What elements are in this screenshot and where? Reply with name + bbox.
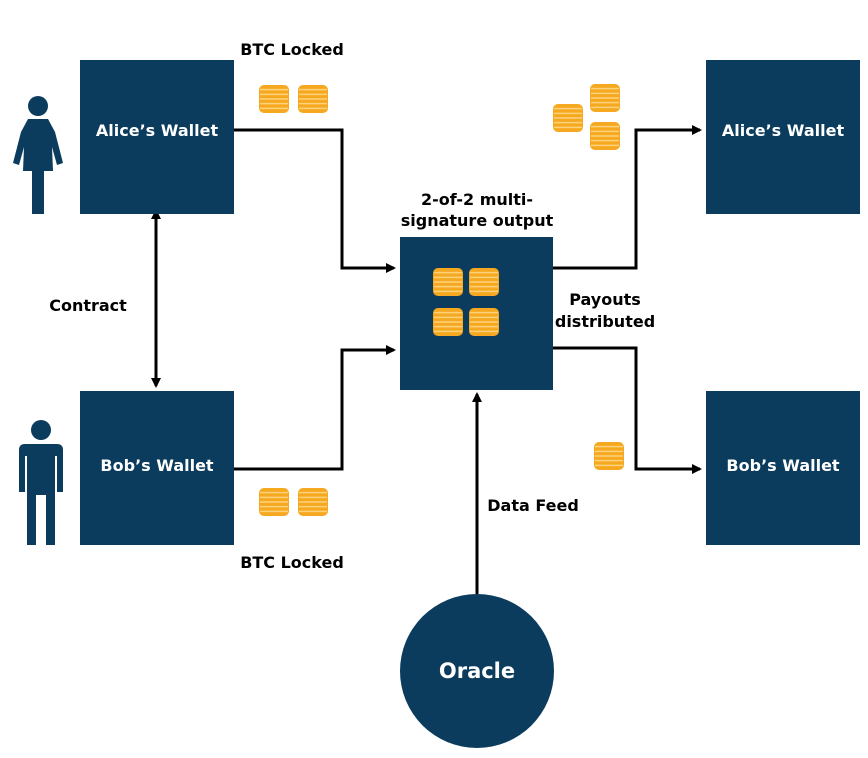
alice-wallet-box: [80, 60, 234, 214]
multisig-to-alice-arrow: [553, 125, 702, 270]
oracle-circle: [400, 594, 554, 748]
btc-locked-top-label: BTC Locked: [240, 40, 344, 59]
bob-to-multisig-arrow: [234, 345, 396, 471]
coin-stack-icon: [433, 308, 463, 336]
contract-label: Contract: [49, 296, 127, 315]
coin-stack-icon: [553, 104, 583, 132]
connectors: [151, 125, 702, 597]
btc-locked-bottom-label: BTC Locked: [240, 553, 344, 572]
data-feed-label: Data Feed: [487, 496, 579, 515]
coin-stack-icon: [433, 268, 463, 296]
coin-stack-icon: [298, 85, 328, 113]
multisig-title-line1: 2-of-2 multi-: [421, 190, 533, 209]
alice-wallet-payout-label: Alice’s Wallet: [722, 121, 845, 140]
bob-wallet-label: Bob’s Wallet: [100, 456, 214, 475]
multisig-to-bob-arrow: [553, 346, 702, 474]
coin-stack-icon: [469, 268, 499, 296]
payouts-label-line2: distributed: [555, 312, 655, 331]
bob-wallet-box: [80, 391, 234, 545]
coin-stack-icon: [298, 488, 328, 516]
alice-to-multisig-arrow: [234, 128, 396, 273]
coin-stack-icon: [590, 122, 620, 150]
coin-stack-icon: [259, 488, 289, 516]
payouts-label-line1: Payouts: [569, 290, 641, 309]
multisig-title-line2: signature output: [401, 211, 554, 230]
bob-wallet-payout-box: [706, 391, 860, 545]
bob-wallet-payout-label: Bob’s Wallet: [726, 456, 840, 475]
oracle-label: Oracle: [439, 659, 515, 683]
coin-stack-icon: [469, 308, 499, 336]
alice-wallet-payout-box: [706, 60, 860, 214]
coin-stack-icon: [594, 442, 624, 470]
coin-stacks: [259, 84, 624, 516]
male-person-icon: [19, 420, 63, 545]
coin-stack-icon: [259, 85, 289, 113]
alice-wallet-label: Alice’s Wallet: [96, 121, 219, 140]
female-person-icon: [13, 96, 63, 214]
coin-stack-icon: [590, 84, 620, 112]
